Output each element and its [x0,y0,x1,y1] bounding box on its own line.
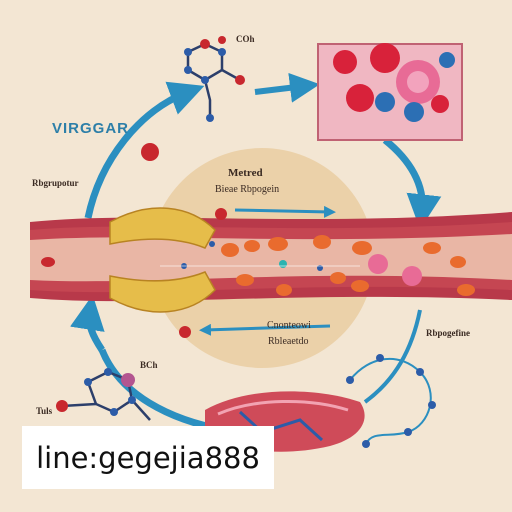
arrow-center-left [199,323,331,336]
right-label: Rbpogefine [426,328,471,338]
center-title: Metred [228,167,263,179]
lower-center-label-1: Cnonteowi [267,320,311,331]
red-particle [141,143,159,161]
bottom-formula-label: BCh [140,360,158,370]
cycle-arrow-top-right [382,137,442,230]
blood-vessel [30,207,512,313]
diagram-title: VIRGGAR [52,120,130,137]
center-subtitle: Bieae Rbpogein [215,184,280,195]
left-label: Rbgrupotur [32,178,79,188]
top-molecule-icon [186,42,241,118]
bottom-left-label: Tuls [36,406,53,416]
cycle-arrow-left [70,294,105,352]
blood-cells [41,208,475,338]
arrow-to-cell [254,72,320,103]
watermark-label: line:gegejia888 [22,426,274,489]
top-formula-label: COh [236,34,255,44]
lower-center-label-2: Rbleaetdo [268,336,309,347]
cell-panel [317,43,463,141]
cycle-arrow-right [363,309,422,404]
cycle-arrow-top-left [84,81,205,219]
arrow-center-right [234,205,336,218]
